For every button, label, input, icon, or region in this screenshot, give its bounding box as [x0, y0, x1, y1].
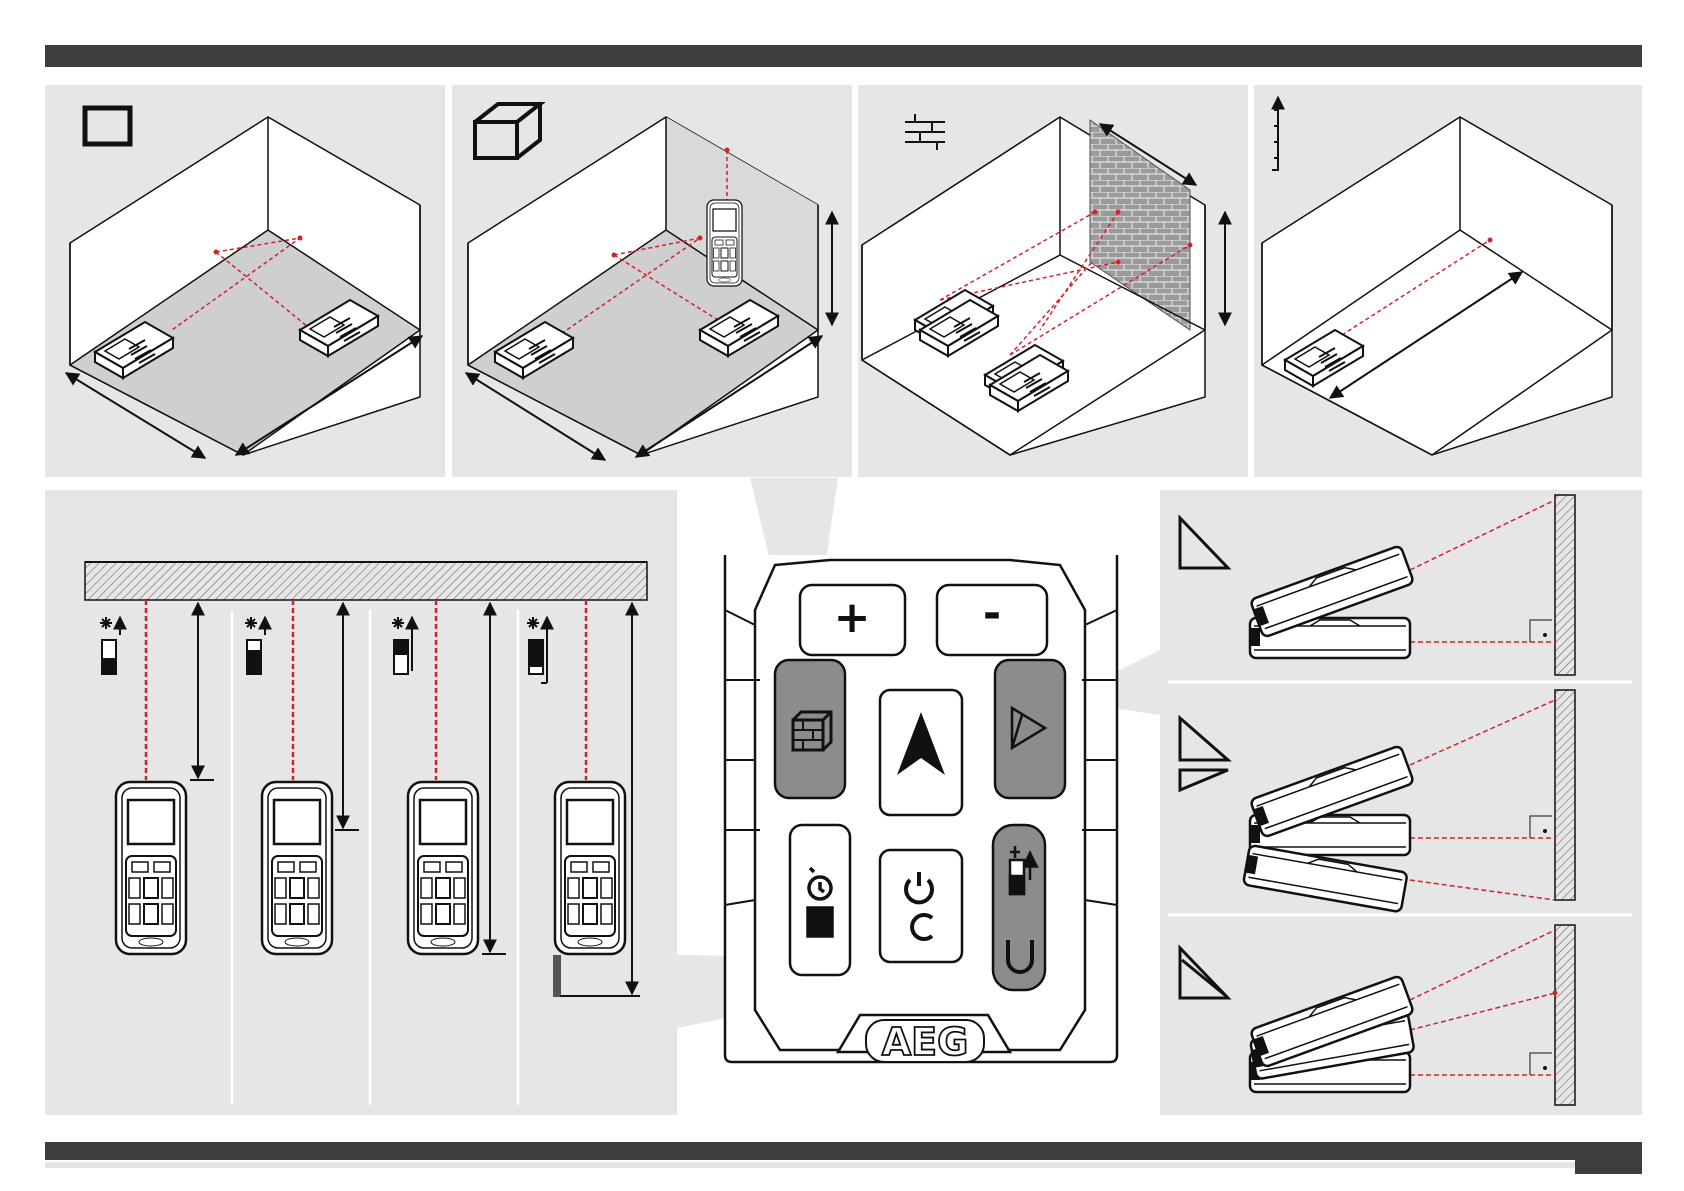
device-front-1	[116, 782, 186, 954]
device-front-2	[262, 782, 332, 954]
bottom-band-thin	[45, 1162, 1575, 1168]
top-band	[45, 45, 1642, 67]
device-front-4	[555, 782, 625, 954]
bottom-band	[45, 1142, 1642, 1160]
pythagoras-panel	[1160, 490, 1642, 1115]
device-vertical	[707, 200, 742, 286]
minus-label: -	[983, 588, 1001, 639]
wall-area-panel	[858, 85, 1248, 477]
pythagoras-button[interactable]	[995, 660, 1065, 798]
keypad	[725, 555, 1117, 1062]
area-measurement-panel	[45, 85, 445, 477]
page-tab	[1575, 1160, 1642, 1174]
power-clear-button[interactable]	[880, 850, 962, 962]
single-distance-panel	[1254, 85, 1642, 477]
brand-logo: AEG	[882, 1020, 969, 1064]
reference-point-panel	[45, 490, 677, 1115]
device-front-3	[408, 782, 478, 954]
volume-measurement-panel	[452, 85, 852, 477]
reference-units-button[interactable]	[993, 825, 1045, 990]
plus-label: +	[834, 592, 871, 643]
